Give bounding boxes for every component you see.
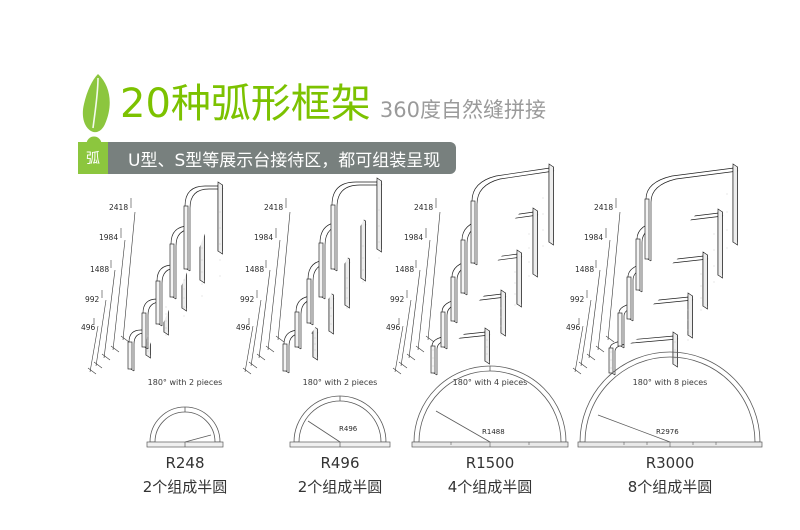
product-description: 2个组成半圆 [297, 478, 383, 496]
dim-label: 1488 [575, 265, 594, 274]
pieces-label: 180° with 8 pieces [632, 378, 708, 387]
pieces-label: 180° with 2 pieces [302, 378, 378, 387]
dim-label: 496 [236, 323, 251, 332]
dim-label: 2418 [414, 203, 433, 212]
isometric-drawing: 2418 1984 1488 992 496 [566, 163, 770, 380]
dim-label: 1488 [245, 265, 264, 274]
product-panel: 2418 1984 1488 992 496 [236, 177, 440, 510]
product-code: R3000 [645, 454, 695, 472]
product-code: R496 [320, 454, 360, 472]
product-panels: 2418 1984 1488 992 496 [0, 163, 800, 510]
radius-label: R2976 [656, 428, 679, 436]
dim-label: 1984 [584, 233, 603, 242]
dim-label: 2418 [109, 203, 128, 212]
radius-label: R1488 [482, 428, 505, 436]
product-description: 8个组成半圆 [627, 478, 713, 496]
subtitle-bar-text: U型、S型等展示台接待区，都可组装呈现 [108, 142, 457, 174]
subtitle-bar: 弧 U型、S型等展示台接待区，都可组装呈现 [78, 142, 457, 174]
product-panel: 2418 1984 1488 992 496 [566, 163, 770, 510]
pieces-label: 180° with 2 pieces [147, 378, 223, 387]
page-header: 20种弧形框架 360度自然缝拼接 弧 U型、S型等展示台接待区，都可组装呈现 [78, 72, 728, 182]
product-panel: 2418 1984 1488 992 496 [81, 181, 285, 510]
plan-arc-diagram: R496 [240, 390, 440, 452]
product-code: R1500 [465, 454, 515, 472]
isometric-drawing: 2418 1984 1488 992 496 [81, 181, 285, 380]
product-code: R248 [165, 454, 205, 472]
isometric-drawing: 2418 1984 1488 992 496 [386, 163, 590, 380]
dim-label: 992 [240, 295, 255, 304]
dim-label: 1984 [99, 233, 118, 242]
page-subtitle: 360度自然缝拼接 [379, 98, 546, 122]
plan-arc-diagram: R2976 [570, 351, 770, 452]
product-panel: 2418 1984 1488 992 496 [386, 163, 590, 510]
page-title: 20种弧形框架 [120, 81, 371, 127]
dim-label: 992 [85, 295, 100, 304]
radius-label: R496 [339, 425, 358, 433]
product-description: 2个组成半圆 [142, 478, 228, 496]
plan-arc-diagram [85, 390, 285, 452]
dim-label: 496 [566, 323, 581, 332]
dim-label: 1488 [90, 265, 109, 274]
dim-label: 2418 [264, 203, 283, 212]
plan-arc-diagram: R1488 [390, 365, 590, 452]
isometric-drawing: 2418 1984 1488 992 496 [236, 177, 440, 380]
dim-label: 1488 [395, 265, 414, 274]
arc-badge: 弧 [78, 142, 108, 174]
title-row: 20种弧形框架 360度自然缝拼接 [120, 82, 546, 140]
dim-label: 992 [570, 295, 585, 304]
dim-label: 1984 [404, 233, 423, 242]
dim-label: 496 [386, 323, 401, 332]
dim-label: 496 [81, 323, 96, 332]
pieces-label: 180° with 4 pieces [452, 378, 528, 387]
product-description: 4个组成半圆 [447, 478, 533, 496]
dim-label: 2418 [594, 203, 613, 212]
dim-label: 992 [390, 295, 405, 304]
dim-label: 1984 [254, 233, 273, 242]
